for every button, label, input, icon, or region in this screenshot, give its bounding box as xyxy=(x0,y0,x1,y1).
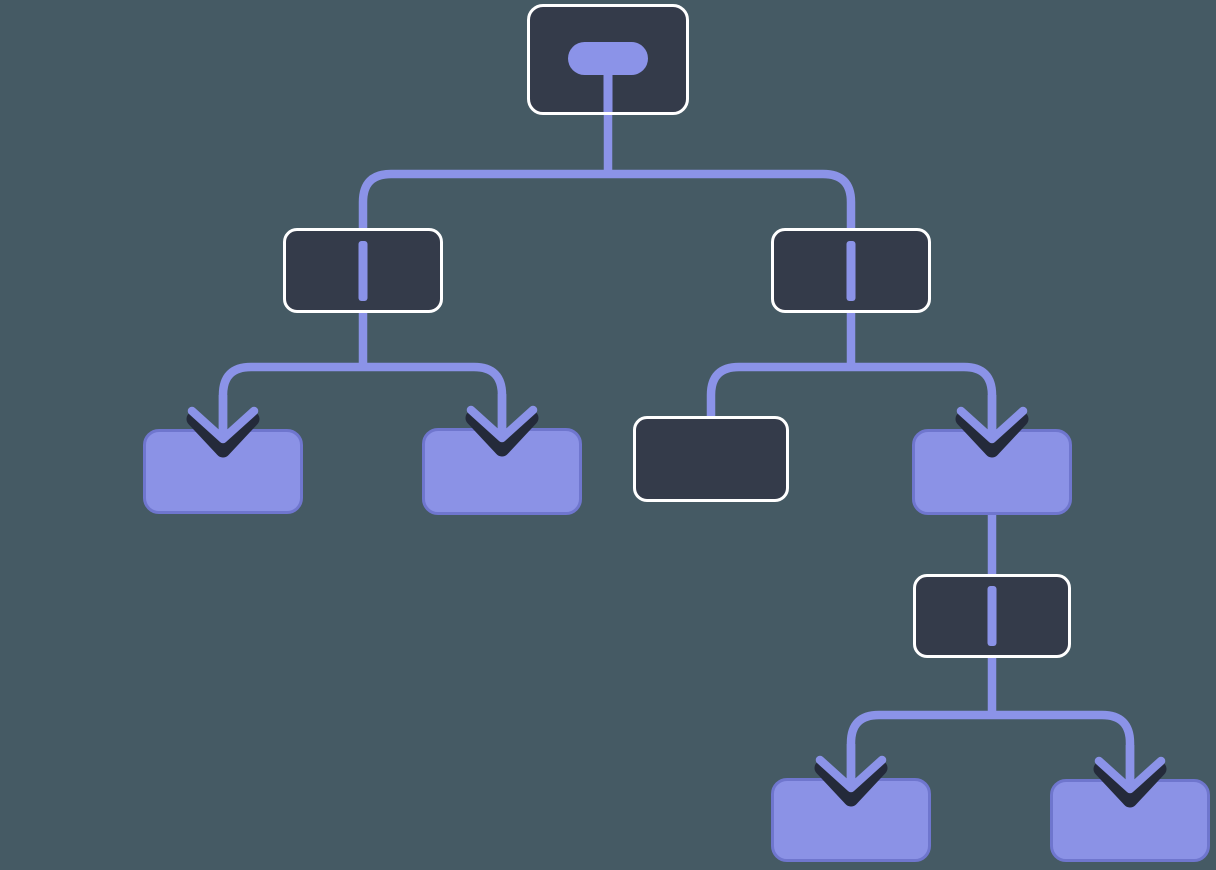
node-leaf-4 xyxy=(771,778,931,862)
node-split-left xyxy=(283,228,443,313)
node-leaf-1 xyxy=(143,429,303,514)
node-plain-dark xyxy=(633,416,789,502)
edge-split-bottom xyxy=(846,653,1135,785)
node-split-bottom xyxy=(913,574,1071,658)
node-root xyxy=(527,4,689,115)
root-pill-stem xyxy=(603,71,613,112)
vertical-line-icon xyxy=(846,240,856,301)
node-leaf-3 xyxy=(912,429,1072,515)
node-leaf-2 xyxy=(422,428,582,515)
vertical-line-icon xyxy=(358,240,368,301)
edge-split-left xyxy=(218,308,507,435)
root-pill-icon xyxy=(568,42,648,75)
edge-root xyxy=(358,110,856,234)
node-leaf-5 xyxy=(1050,779,1210,862)
node-split-right xyxy=(771,228,931,313)
vertical-line-icon xyxy=(987,586,997,646)
